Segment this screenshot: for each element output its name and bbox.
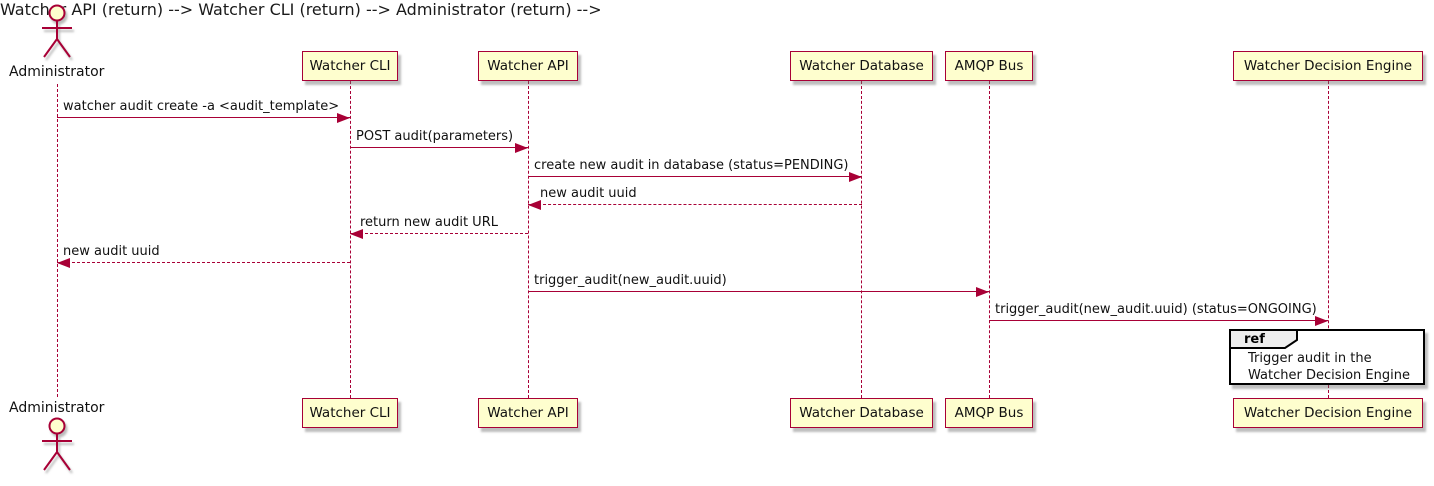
arrowhead-right-icon bbox=[515, 142, 528, 153]
participant-top-watcher-database: Watcher Database bbox=[790, 51, 933, 81]
participant-label: AMQP Bus bbox=[954, 405, 1024, 421]
participant-bottom-amqp-bus: AMQP Bus bbox=[945, 398, 1033, 428]
ref-keyword: ref bbox=[1244, 332, 1265, 347]
message-label: new audit uuid bbox=[540, 186, 637, 201]
ref-body-line1: Trigger audit in the bbox=[1248, 351, 1372, 366]
ref-fragment: ref Trigger audit in the Watcher Decisio… bbox=[1229, 329, 1425, 385]
arrowhead-right-icon bbox=[1315, 315, 1328, 326]
message-label: watcher audit create -a <audit_template> bbox=[63, 99, 340, 114]
participant-top-watcher-api: Watcher API bbox=[478, 51, 578, 81]
arrowhead-left-icon bbox=[57, 257, 70, 268]
message-line bbox=[57, 262, 350, 263]
participant-bottom-watcher-api: Watcher API bbox=[478, 398, 578, 428]
message-label: create new audit in database (status=PEN… bbox=[534, 158, 849, 173]
participant-label: Watcher CLI bbox=[309, 405, 391, 421]
participant-label: Watcher Decision Engine bbox=[1243, 58, 1413, 74]
participant-label: Watcher Database bbox=[799, 405, 924, 421]
actor-label-administrator-top: Administrator bbox=[9, 64, 105, 80]
lifeline-watcher-cli bbox=[349, 81, 351, 398]
message-line bbox=[350, 233, 528, 234]
participant-label: Watcher Decision Engine bbox=[1243, 405, 1413, 421]
message-label: return new audit URL bbox=[360, 215, 498, 230]
arrowhead-left-icon bbox=[528, 199, 541, 210]
participant-top-amqp-bus: AMQP Bus bbox=[945, 51, 1033, 81]
message-line bbox=[528, 291, 989, 292]
arrowhead-right-icon bbox=[337, 112, 350, 123]
lifeline-amqp-bus bbox=[988, 81, 990, 398]
lifeline-watcher-api bbox=[527, 81, 529, 398]
arrowhead-right-icon bbox=[976, 286, 989, 297]
actor-label-administrator-bottom: Administrator bbox=[9, 400, 105, 416]
participant-label: Watcher CLI bbox=[309, 58, 391, 74]
arrowhead-right-icon bbox=[849, 171, 862, 182]
stick-figure-icon bbox=[42, 4, 72, 58]
participant-top-watcher-decision-engine: Watcher Decision Engine bbox=[1233, 51, 1423, 81]
message-line bbox=[989, 320, 1328, 321]
participant-label: Watcher Database bbox=[799, 58, 924, 74]
message-line bbox=[528, 176, 862, 177]
actor-administrator-bottom bbox=[37, 416, 77, 474]
arrowhead-left-icon bbox=[350, 228, 363, 239]
participant-label: AMQP Bus bbox=[954, 58, 1024, 74]
participant-top-watcher-cli: Watcher CLI bbox=[302, 51, 398, 81]
participant-label: Watcher API bbox=[487, 58, 569, 74]
message-label: POST audit(parameters) bbox=[356, 129, 514, 144]
message-line bbox=[350, 147, 528, 148]
stick-figure-icon bbox=[42, 417, 72, 471]
ref-tab-icon bbox=[1229, 329, 1298, 349]
participant-bottom-watcher-decision-engine: Watcher Decision Engine bbox=[1233, 398, 1423, 428]
lifeline-watcher-database bbox=[861, 81, 862, 398]
message-line bbox=[57, 117, 350, 118]
lifeline-administrator bbox=[56, 84, 58, 397]
ref-body-text: Trigger audit in the Watcher Decision En… bbox=[1248, 351, 1410, 384]
lifeline-watcher-decision-engine bbox=[1327, 81, 1329, 398]
ref-body-line2: Watcher Decision Engine bbox=[1248, 367, 1410, 383]
actor-administrator-top bbox=[37, 3, 77, 61]
participant-bottom-watcher-database: Watcher Database bbox=[790, 398, 933, 428]
message-line bbox=[528, 204, 862, 205]
message-label: new audit uuid bbox=[63, 244, 160, 259]
message-label: trigger_audit(new_audit.uuid) bbox=[534, 273, 727, 288]
participant-bottom-watcher-cli: Watcher CLI bbox=[302, 398, 398, 428]
participant-label: Watcher API bbox=[487, 405, 569, 421]
message-label: trigger_audit(new_audit.uuid) (status=ON… bbox=[995, 302, 1317, 317]
